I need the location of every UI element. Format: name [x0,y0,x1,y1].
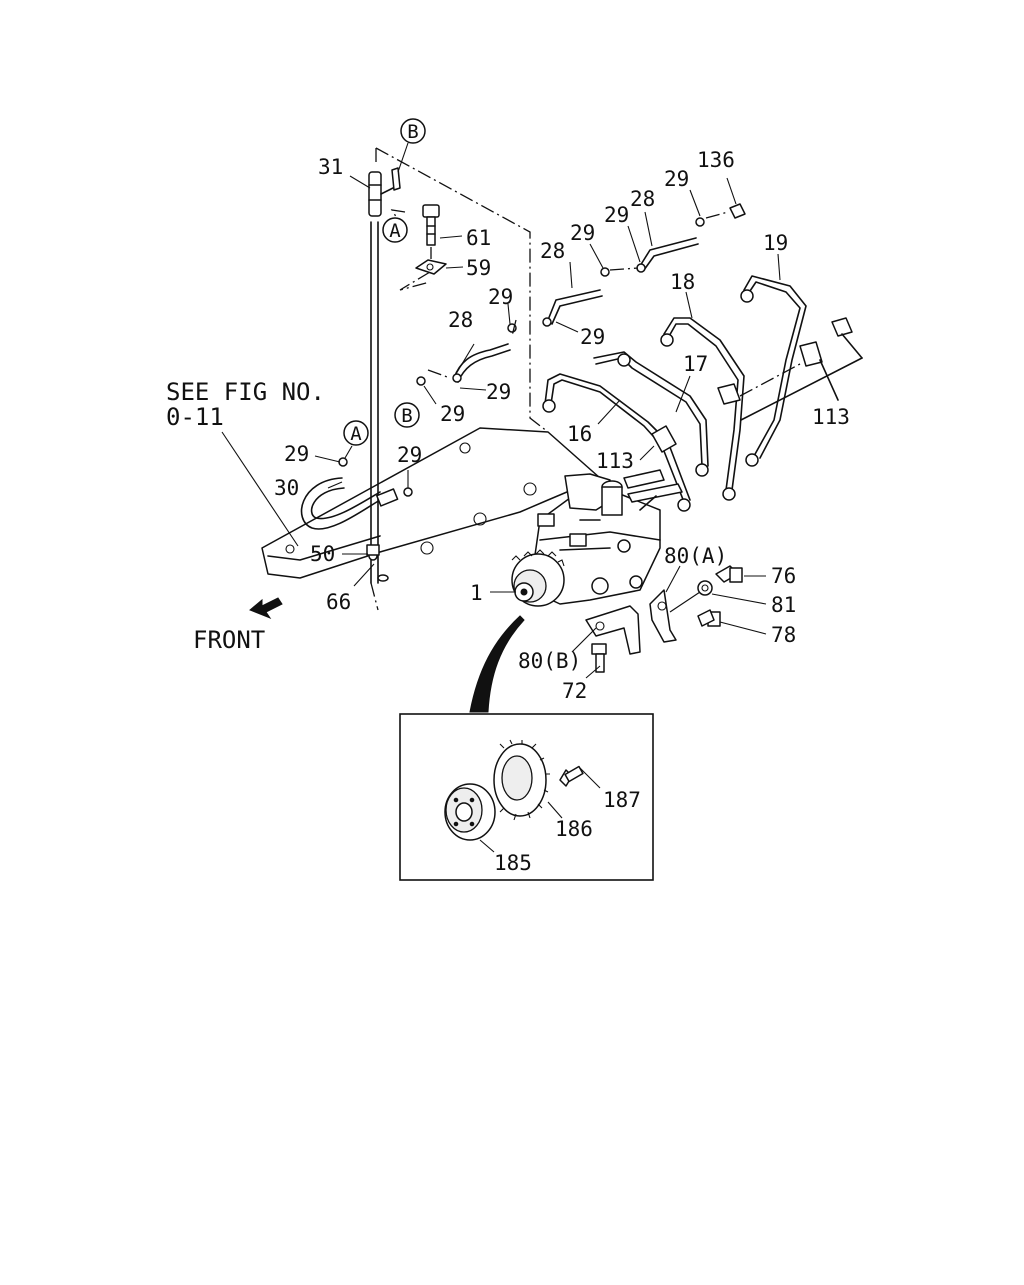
cylinder-head-cover [261,427,601,579]
see-fig-line2: 0-11 [166,403,224,431]
label-29-b: 29 [580,325,605,349]
hose-30 [300,457,413,582]
label-28-a: 28 [448,308,473,332]
label-29-d: 29 [440,402,465,426]
see-fig-line1: SEE FIG NO. [166,378,325,406]
bracket-80b [585,605,641,655]
callout-a-top-text: A [389,220,401,242]
label-61: 61 [466,226,491,250]
overflow-valve-31 [368,167,401,217]
label-78: 78 [771,623,796,647]
label-17: 17 [683,352,708,376]
callout-a-left-text: A [350,423,362,445]
clip-59 [415,247,447,275]
label-186: 186 [555,817,593,841]
label-19: 19 [763,231,788,255]
label-76: 76 [771,564,796,588]
callout-b-top-text: B [407,121,418,143]
label-59: 59 [466,256,491,280]
label-29-g: 29 [664,167,689,191]
label-80a: 80(A) [664,544,727,568]
detail-arrow [469,615,525,713]
callout-b-top: B [397,118,426,173]
label-113-mid: 113 [596,449,634,473]
label-1: 1 [470,581,483,605]
label-29-f: 29 [604,203,629,227]
label-29-h: 29 [284,442,309,466]
return-pipe-vertical [370,221,379,611]
leader-lines [221,175,781,853]
label-185: 185 [494,851,532,875]
label-80b: 80(B) [518,649,581,673]
pipe-clamps-113 [651,317,863,453]
label-72: 72 [562,679,587,703]
label-113-right: 113 [812,405,850,429]
callout-b-mid-text: B [401,405,412,427]
label-187: 187 [603,788,641,812]
label-29-c: 29 [486,380,511,404]
label-29-i: 29 [397,443,422,467]
detail-view-box [399,713,654,881]
front-label: FRONT [193,626,265,654]
label-66: 66 [326,590,351,614]
label-29-e: 29 [570,221,595,245]
label-29-a: 29 [488,285,513,309]
label-81: 81 [771,593,796,617]
bracket-80a [649,589,677,643]
front-arrow [249,597,283,620]
callout-a-left: A [343,420,369,459]
return-hoses-28 [416,203,746,386]
injection-pipes [542,275,807,512]
label-28-c: 28 [630,187,655,211]
label-50: 50 [310,542,335,566]
label-136: 136 [697,148,735,172]
callout-a-top: A [382,217,408,243]
bolt-61 [422,204,440,246]
label-16: 16 [567,422,592,446]
injection-pump-1 [511,469,683,607]
label-31: 31 [318,155,343,179]
bolts-76-78-72 [591,565,743,673]
label-28-b: 28 [540,239,565,263]
callout-b-mid: B [394,402,420,428]
label-30: 30 [274,476,299,500]
label-18: 18 [670,270,695,294]
